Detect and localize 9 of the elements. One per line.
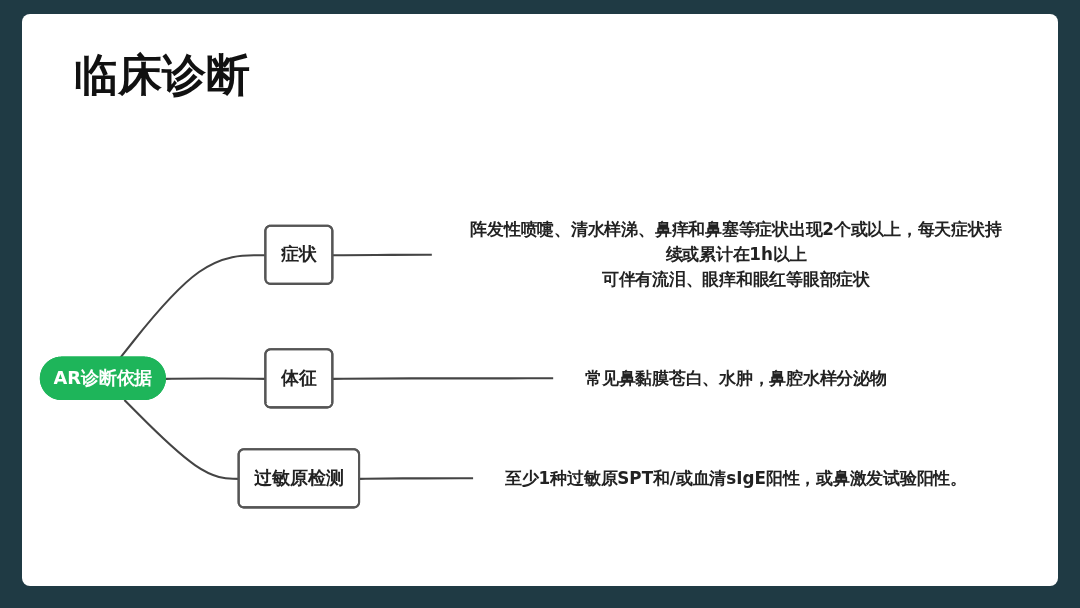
slide-title: 临床诊断 <box>74 48 250 102</box>
connector <box>332 253 433 256</box>
connector <box>119 253 266 358</box>
node-text: 阵发性喷嚏、清水样涕、鼻痒和鼻塞等症状出现2个或以上，每天症状持续或累计在1h以上 可伴有流泪、眼痒和眼红等眼部症状 <box>470 218 1002 289</box>
connector <box>359 476 474 480</box>
connector <box>165 377 266 380</box>
node-text: 常见鼻黏膜苍白、水肿，鼻腔水样分泌物 <box>585 367 887 388</box>
connector <box>332 376 554 380</box>
node-text: 至少1种过敏原SPT和/或血清sIgE阳性，或鼻激发试验阳性。 <box>505 467 967 488</box>
